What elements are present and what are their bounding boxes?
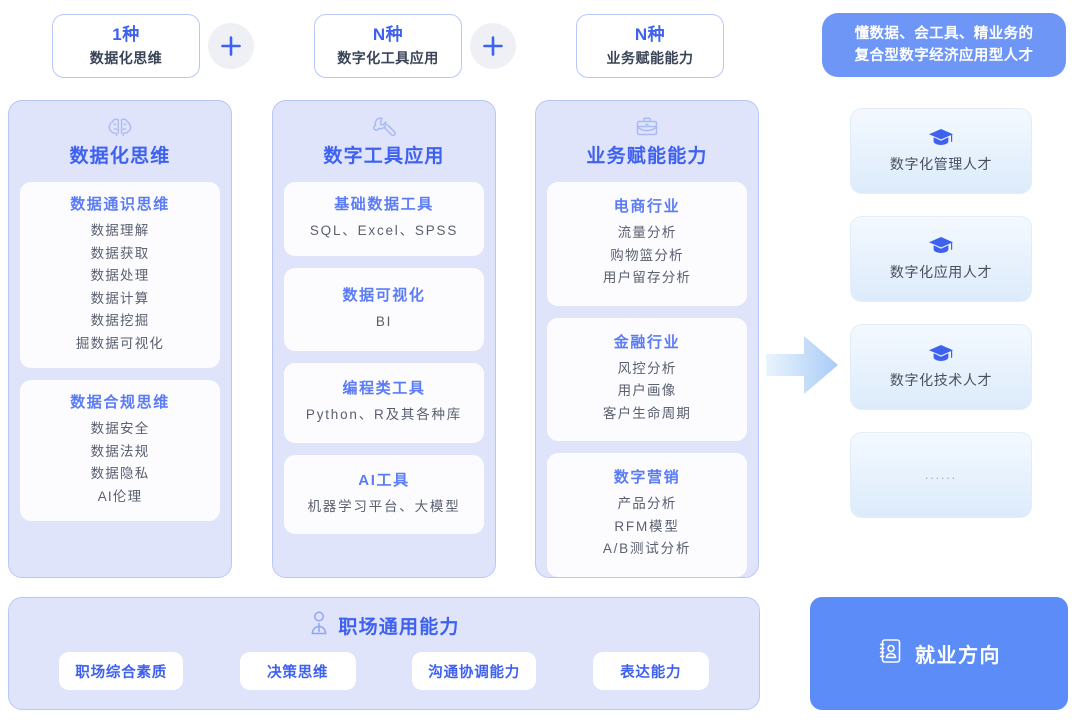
column-digital-tools: 数字工具应用 基础数据工具 SQL、Excel、SPSS 数据可视化 BI 编程… — [272, 100, 496, 578]
subcard: 电商行业 流量分析 购物篮分析 用户留存分析 — [547, 182, 747, 306]
briefcase-icon — [547, 113, 747, 141]
capability-columns: 数据化思维 数据通识思维 数据理解 数据获取 数据处理 数据计算 数据挖掘 掘数… — [0, 100, 770, 580]
skill-chip[interactable]: 职场综合素质 — [59, 652, 184, 690]
job-direction-label: 就业方向 — [915, 645, 1001, 667]
right-arrow-icon — [766, 332, 840, 398]
column-data-thinking: 数据化思维 数据通识思维 数据理解 数据获取 数据处理 数据计算 数据挖掘 掘数… — [8, 100, 232, 578]
top-chip-label: 业务赋能能力 — [606, 50, 694, 66]
subcard-title: 金融行业 — [613, 333, 681, 351]
subcard: 数据通识思维 数据理解 数据获取 数据处理 数据计算 数据挖掘 掘数据可视化 — [20, 182, 220, 368]
skill-chip-list: 职场综合素质 决策思维 沟通协调能力 表达能力 — [9, 652, 759, 690]
subcard-item: Python、R及其各种库 — [305, 407, 463, 422]
subcard-item: 用户画像 — [617, 383, 677, 398]
subcard-item: 数据隐私 — [90, 466, 150, 481]
subcard: 金融行业 风控分析 用户画像 客户生命周期 — [547, 317, 747, 441]
subcard-title: 基础数据工具 — [334, 196, 434, 213]
talent-card-placeholder[interactable]: ...... — [850, 432, 1032, 518]
subcard-title: 电商行业 — [613, 198, 681, 215]
talent-profile-badge: 懂数据、会工具、精业务的 复合型数字经济应用型人才 — [822, 13, 1066, 77]
general-workplace-skills-panel: 职场通用能力 职场综合素质 决策思维 沟通协调能力 表达能力 — [8, 597, 760, 710]
top-chip-3[interactable]: N种 业务赋能能力 — [576, 14, 724, 78]
talent-card-label: 数字化技术人才 — [889, 372, 993, 388]
subcard-item: 流量分析 — [617, 225, 677, 240]
plus-separator-2 — [462, 23, 524, 69]
subcard-title: 数据通识思维 — [70, 196, 170, 213]
top-chip-count: N种 — [372, 25, 404, 44]
subcard-item: 数据挖掘 — [90, 313, 150, 328]
subcard-item: 机器学习平台、大模型 — [307, 498, 461, 514]
plus-circle — [208, 23, 254, 69]
subcard-title: 数据可视化 — [342, 286, 426, 304]
subcard-item: AI伦理 — [97, 488, 143, 504]
skill-chip[interactable]: 沟通协调能力 — [412, 652, 537, 690]
subcard: 基础数据工具 SQL、Excel、SPSS — [284, 182, 484, 256]
subcard: AI工具 机器学习平台、大模型 — [284, 454, 484, 534]
subcard: 编程类工具 Python、R及其各种库 — [284, 363, 484, 443]
subcard-item: A/B测试分析 — [602, 541, 692, 556]
subcard-item: 数据安全 — [90, 421, 150, 436]
talent-outcome-list: 数字化管理人才 数字化应用人才 数字化技术人才 — [850, 108, 1032, 540]
plus-circle — [470, 23, 516, 69]
subcard-item: 数据计算 — [90, 290, 150, 306]
contact-book-icon — [877, 637, 903, 670]
subcard-title: 编程类工具 — [342, 380, 426, 397]
subcard-item: RFM模型 — [614, 518, 680, 534]
person-icon — [308, 610, 330, 641]
plus-icon — [220, 35, 242, 57]
subcard-title: AI工具 — [358, 471, 410, 489]
subcard-item: 产品分析 — [617, 496, 677, 511]
subcard-title: 数字营销 — [613, 469, 681, 486]
column-business-enablement: 业务赋能能力 电商行业 流量分析 购物篮分析 用户留存分析 金融行业 风控分析 … — [535, 100, 759, 578]
subcard-item: SQL、Excel、SPSS — [309, 223, 459, 238]
talent-card[interactable]: 数字化管理人才 — [850, 108, 1032, 194]
subcard: 数字营销 产品分析 RFM模型 A/B测试分析 — [547, 453, 747, 577]
graduation-cap-icon — [928, 128, 954, 148]
panel-header: 职场通用能力 — [9, 598, 759, 646]
top-chip-label: 数字化工具应用 — [337, 50, 439, 66]
subcard-item: 数据获取 — [90, 245, 150, 261]
talent-card-label: 数字化管理人才 — [889, 156, 993, 172]
top-chip-count: N种 — [634, 25, 666, 44]
top-formula-row: 1种 数据化思维 N种 数字化工具应用 — [0, 0, 810, 92]
subcard-item: 购物篮分析 — [610, 247, 684, 263]
brain-icon — [20, 113, 220, 141]
talent-profile-line2: 复合型数字经济应用型人才 — [854, 48, 1034, 64]
subcard-title: 数据合规思维 — [70, 394, 170, 411]
top-chip-2[interactable]: N种 数字化工具应用 — [314, 14, 462, 78]
subcard-item: 客户生命周期 — [602, 405, 692, 421]
column-title: 业务赋能能力 — [586, 146, 708, 167]
subcard-item: 数据理解 — [90, 223, 150, 238]
panel-title: 职场通用能力 — [338, 616, 460, 638]
plus-separator-1 — [200, 23, 262, 69]
job-direction-card[interactable]: 就业方向 — [810, 597, 1068, 710]
subcard-item: 数据法规 — [90, 443, 150, 459]
subcard-item: 数据处理 — [90, 268, 150, 283]
subcard-item: 掘数据可视化 — [75, 335, 165, 351]
talent-card-label: 数字化应用人才 — [889, 264, 993, 280]
subcard-item: BI — [375, 313, 393, 329]
talent-card[interactable]: 数字化应用人才 — [850, 216, 1032, 302]
column-title: 数据化思维 — [69, 146, 171, 167]
top-chip-count: 1种 — [112, 25, 140, 44]
top-chip-1[interactable]: 1种 数据化思维 — [52, 14, 200, 78]
talent-card-label: ...... — [924, 468, 957, 482]
subcard-item: 风控分析 — [617, 360, 677, 376]
skill-chip[interactable]: 决策思维 — [239, 652, 356, 690]
top-chip-label: 数据化思维 — [89, 50, 163, 66]
graduation-cap-icon — [928, 236, 954, 256]
subcard: 数据合规思维 数据安全 数据法规 数据隐私 AI伦理 — [20, 380, 220, 521]
graduation-cap-icon — [928, 344, 954, 364]
subcard: 数据可视化 BI — [284, 267, 484, 351]
plus-icon — [482, 35, 504, 57]
talent-card[interactable]: 数字化技术人才 — [850, 324, 1032, 410]
subcard-item: 用户留存分析 — [602, 270, 692, 285]
column-title: 数字工具应用 — [323, 146, 445, 167]
wrench-icon — [284, 113, 484, 141]
talent-profile-line1: 懂数据、会工具、精业务的 — [854, 26, 1034, 42]
skill-chip[interactable]: 表达能力 — [592, 652, 709, 690]
